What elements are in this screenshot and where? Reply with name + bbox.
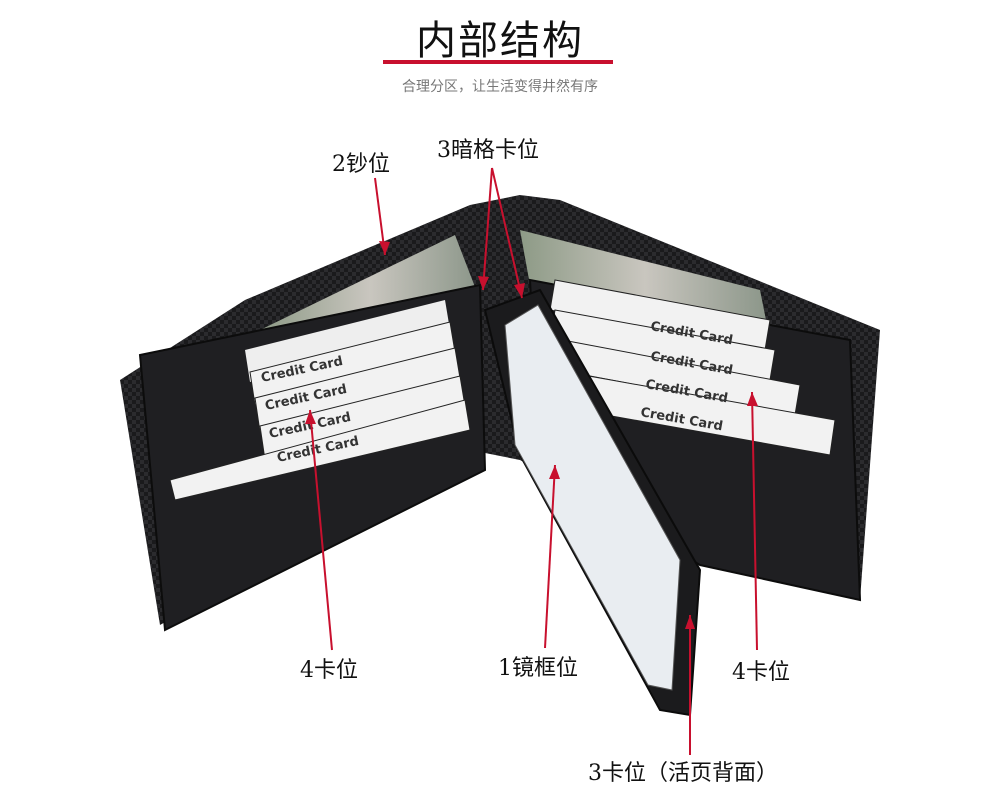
- label-right-cards: 4卡位: [732, 660, 790, 685]
- arrow-heads: [305, 241, 758, 629]
- title-underline: [383, 60, 613, 64]
- arrowhead: [747, 392, 758, 406]
- arrow-hidden-right: [491, 167, 523, 299]
- arrowhead: [549, 465, 560, 479]
- arrow-right-cards: [751, 391, 758, 651]
- label-id-window: 1镜框位: [498, 656, 578, 681]
- label-left-cards: 4卡位: [300, 658, 358, 683]
- id-window: [504, 304, 681, 691]
- label-flip-back: 3卡位（活页背面）: [588, 761, 778, 786]
- arrowhead: [379, 241, 390, 255]
- right-card-stack: Credit Card Credit Card Credit Card Cred…: [547, 279, 836, 456]
- card-shape: [169, 399, 471, 501]
- arrow-left-cards: [309, 409, 333, 651]
- arrowhead: [305, 410, 316, 424]
- arrowhead: [514, 283, 525, 298]
- label-bill-slot: 2钞位: [332, 152, 390, 177]
- arrow-hidden-left: [482, 167, 493, 291]
- arrow-id-window: [544, 464, 556, 649]
- left-card-stack: Credit Card Credit Card Credit Card Cred…: [169, 300, 471, 501]
- annotation-arrows: [309, 167, 758, 755]
- arrowhead: [478, 276, 489, 290]
- page-title: 内部结构: [416, 18, 584, 64]
- page-subtitle: 合理分区，让生活变得井然有序: [402, 79, 598, 95]
- arrowhead: [685, 615, 695, 629]
- label-hidden-slots: 3暗格卡位: [437, 138, 539, 163]
